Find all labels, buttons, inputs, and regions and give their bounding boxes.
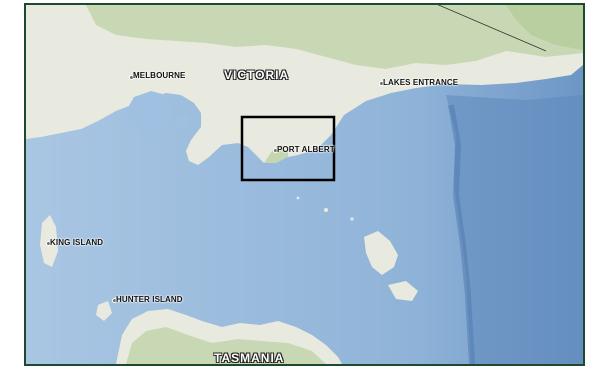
map-basemap — [26, 5, 583, 364]
king-island-marker — [46, 241, 51, 246]
hunter-island-label: HUNTER ISLAND — [116, 295, 183, 304]
melbourne-marker — [129, 75, 134, 80]
western-port — [176, 113, 190, 129]
map-frame[interactable]: MELBOURNE VICTORIA LAKES ENTRANCE PORT A… — [24, 3, 585, 366]
lakes-entrance-label: LAKES ENTRANCE — [383, 78, 459, 87]
flinders-island — [364, 231, 398, 275]
port-albert-label: PORT ALBERT — [277, 145, 335, 154]
east-forest — [506, 5, 583, 50]
shelf-edge — [446, 95, 583, 364]
victoria-region-label: VICTORIA — [224, 68, 290, 82]
king-island-label: KING ISLAND — [50, 238, 104, 247]
port-albert-marker — [273, 148, 278, 153]
melbourne-label: MELBOURNE — [133, 71, 186, 80]
port-phillip-bay — [126, 91, 172, 137]
hunter-island-marker — [112, 298, 117, 303]
highlands — [86, 5, 583, 69]
wilsons-prom — [264, 145, 288, 163]
tasmania-region-label: TASMANIA — [214, 351, 285, 365]
reference-line — [437, 5, 547, 52]
hunter-island — [96, 301, 112, 321]
shelf-ridge — [448, 104, 475, 364]
cape-barren-island — [388, 281, 418, 301]
tasmania-vegetation — [126, 327, 326, 364]
study-area-box — [240, 115, 336, 182]
lakes-entrance-marker — [379, 81, 384, 86]
